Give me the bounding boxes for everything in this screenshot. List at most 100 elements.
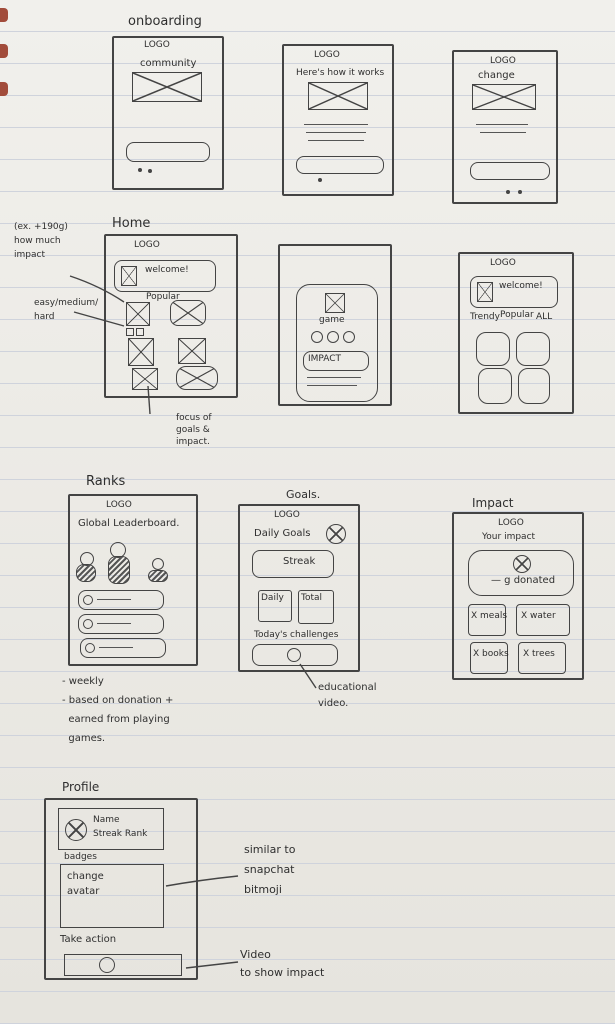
streak-card: Streak bbox=[252, 550, 334, 578]
note-difficulty: easy/medium/ hard bbox=[34, 298, 99, 322]
donated-amount: — g donated bbox=[491, 575, 556, 586]
impact-tile-label: X trees bbox=[523, 649, 555, 659]
game-label: game bbox=[319, 315, 345, 325]
daily-goals-label: Daily Goals bbox=[254, 528, 311, 539]
game-tile[interactable] bbox=[478, 368, 512, 404]
arrow-video-impact bbox=[185, 961, 239, 969]
image-placeholder bbox=[308, 82, 368, 110]
impact-video-card[interactable] bbox=[64, 954, 182, 976]
section-title-impact: Impact bbox=[472, 496, 514, 510]
profile-note-video: Video to show impact bbox=[240, 948, 325, 979]
section-title-onboarding: onboarding bbox=[128, 14, 202, 29]
level-circle[interactable] bbox=[343, 331, 355, 343]
section-title-ranks: Ranks bbox=[86, 474, 126, 489]
image-placeholder bbox=[472, 84, 536, 110]
logo: LOGO bbox=[490, 258, 516, 268]
page-dot bbox=[518, 190, 522, 194]
onboarding-title: change bbox=[478, 70, 515, 81]
impact-image bbox=[513, 555, 531, 573]
section-title-home: Home bbox=[112, 216, 151, 231]
arrow-focus bbox=[147, 385, 151, 415]
impact-button[interactable]: IMPACT bbox=[303, 351, 369, 371]
leaderboard-row[interactable] bbox=[80, 638, 166, 658]
welcome-card: welcome! bbox=[470, 276, 558, 308]
donation-card: — g donated bbox=[468, 550, 574, 596]
level-circle[interactable] bbox=[327, 331, 339, 343]
game-tile[interactable] bbox=[128, 338, 154, 366]
text-line bbox=[306, 132, 366, 133]
level-circle[interactable] bbox=[311, 331, 323, 343]
ranks-note: - weekly - based on donation + earned fr… bbox=[62, 676, 174, 744]
continue-button[interactable] bbox=[296, 156, 384, 174]
play-icon[interactable] bbox=[99, 957, 115, 973]
streak-label: Streak bbox=[283, 556, 316, 567]
game-tile[interactable] bbox=[178, 338, 206, 364]
game-tile[interactable] bbox=[126, 302, 150, 326]
impact-tile[interactable]: X water bbox=[516, 604, 570, 636]
game-tile[interactable] bbox=[170, 300, 206, 326]
impact-tile[interactable]: X meals bbox=[468, 604, 508, 636]
row-name bbox=[99, 647, 133, 648]
tab-popular[interactable]: Popular bbox=[500, 310, 534, 320]
podium-figure bbox=[148, 570, 168, 582]
leaderboard-title: Global Leaderboard. bbox=[78, 518, 180, 529]
text-line bbox=[307, 377, 361, 378]
leaderboard-row[interactable] bbox=[78, 590, 164, 610]
logo: LOGO bbox=[498, 518, 524, 528]
change-avatar-card[interactable]: change avatar bbox=[60, 864, 164, 928]
text-line bbox=[476, 124, 528, 125]
onboarding-screen-2: LOGO Here's how it works bbox=[282, 44, 394, 196]
text-line bbox=[308, 140, 364, 141]
podium-figure bbox=[108, 556, 130, 584]
welcome-card: welcome! bbox=[114, 260, 216, 292]
row-name bbox=[97, 599, 131, 600]
daily-card[interactable]: Daily bbox=[258, 590, 292, 622]
game-tile[interactable] bbox=[518, 368, 550, 404]
game-image bbox=[325, 293, 345, 313]
image-placeholder bbox=[132, 72, 202, 102]
tab-trendy[interactable]: Trendy bbox=[470, 312, 500, 322]
educational-video-card[interactable] bbox=[252, 644, 338, 666]
logo: LOGO bbox=[314, 50, 340, 60]
welcome-text: welcome! bbox=[145, 265, 189, 275]
daily-label: Daily bbox=[261, 593, 284, 603]
profile-note-avatar: similar to snapchat bitmoji bbox=[244, 843, 296, 896]
binder-hole bbox=[0, 8, 8, 22]
section-title-goals: Goals. bbox=[286, 488, 321, 501]
total-card[interactable]: Total bbox=[298, 590, 334, 624]
game-tile[interactable] bbox=[132, 368, 158, 390]
goals-note-video: educational video. bbox=[318, 682, 377, 709]
total-label: Total bbox=[301, 593, 323, 603]
onboarding-screen-1: LOGO community bbox=[112, 36, 224, 190]
arrow-avatar bbox=[165, 875, 239, 887]
game-card: game IMPACT bbox=[296, 284, 378, 402]
podium-figure bbox=[76, 564, 96, 582]
impact-tile[interactable]: X trees bbox=[518, 642, 566, 674]
badges-label: badges bbox=[64, 852, 97, 862]
game-tile[interactable] bbox=[176, 366, 218, 390]
logo: LOGO bbox=[490, 56, 516, 66]
binder-hole bbox=[0, 82, 8, 96]
continue-button[interactable] bbox=[126, 142, 210, 162]
onboarding-title: community bbox=[140, 58, 197, 69]
play-icon[interactable] bbox=[287, 648, 301, 662]
profile-screen: Name Streak Rank badges change avatar Ta… bbox=[44, 798, 198, 980]
game-tile[interactable] bbox=[516, 332, 550, 366]
impact-tile-label: X water bbox=[521, 611, 556, 621]
game-tile[interactable] bbox=[476, 332, 510, 366]
leaderboard-row[interactable] bbox=[78, 614, 164, 634]
welcome-text: welcome! bbox=[499, 281, 543, 291]
section-title-profile: Profile bbox=[62, 780, 100, 794]
goals-screen: LOGO Daily Goals Streak Daily Total Toda… bbox=[238, 504, 360, 672]
continue-button[interactable] bbox=[470, 162, 550, 180]
tab-popular[interactable]: Popular bbox=[146, 292, 180, 302]
impact-tile-label: X meals bbox=[471, 611, 508, 621]
onboarding-screen-3: LOGO change bbox=[452, 50, 558, 204]
home-screen-1: LOGO welcome! Popular bbox=[104, 234, 238, 398]
profile-card: Name Streak Rank bbox=[58, 808, 164, 850]
impact-tile[interactable]: X books bbox=[470, 642, 509, 674]
tab-all[interactable]: ALL bbox=[536, 312, 553, 322]
change-avatar-label: change avatar bbox=[67, 871, 104, 897]
logo: LOGO bbox=[274, 510, 300, 520]
